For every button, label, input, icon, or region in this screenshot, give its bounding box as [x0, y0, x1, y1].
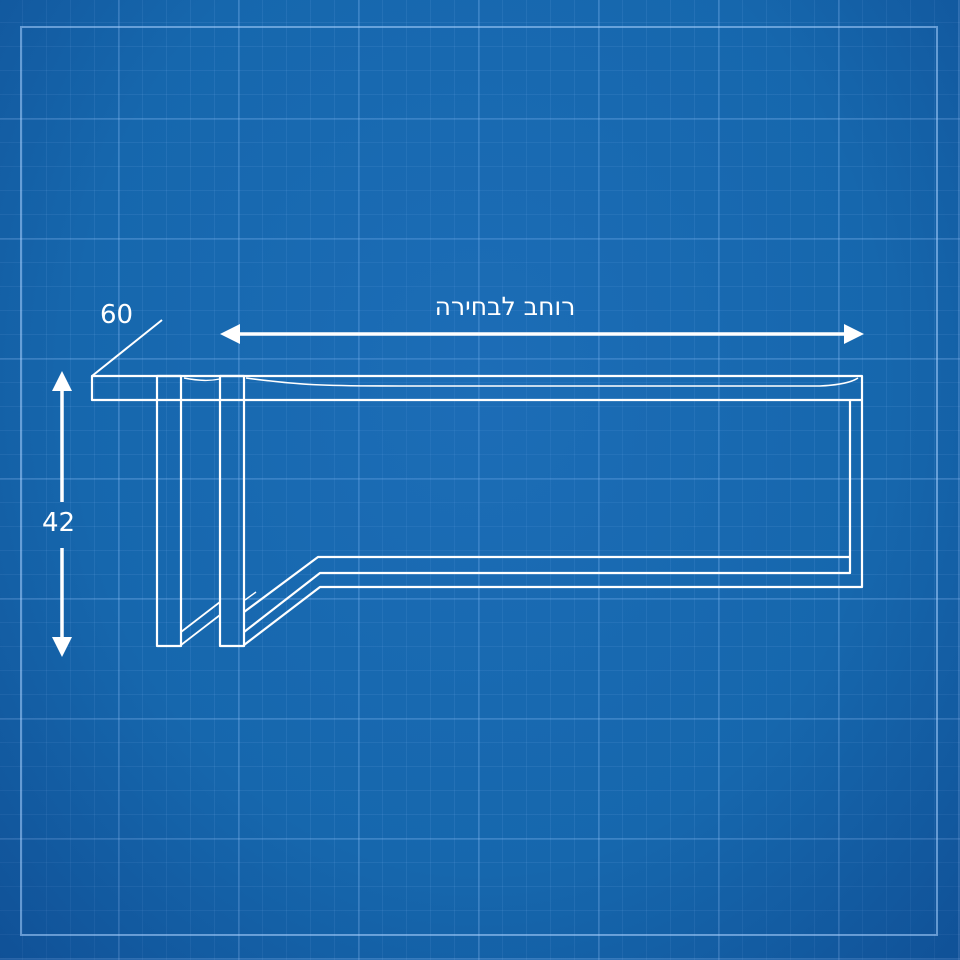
height-label: 42	[42, 508, 76, 538]
height-dimension-arrow	[52, 371, 72, 657]
width-label: רוחב לבחירה	[434, 292, 576, 321]
depth-label: 60	[100, 300, 134, 330]
blueprint-frame	[20, 26, 938, 936]
shelf-outline	[90, 374, 864, 648]
width-dimension-arrow	[220, 324, 864, 344]
depth-leader-line	[91, 319, 163, 377]
